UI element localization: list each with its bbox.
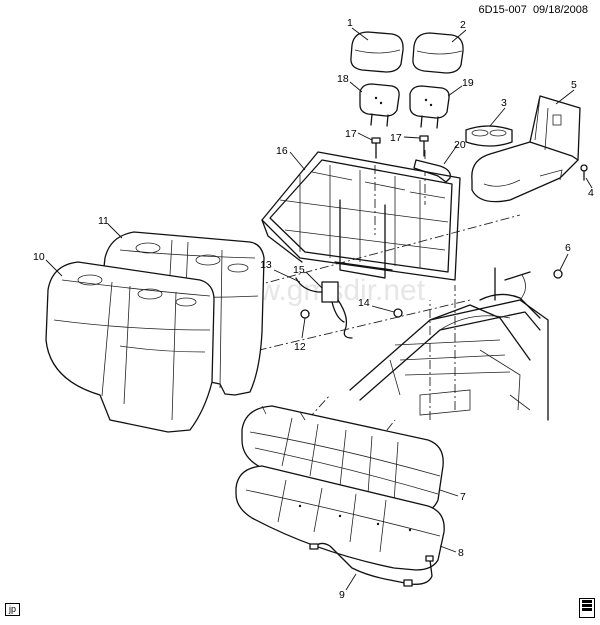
callout-20: 20 <box>454 139 466 151</box>
latch-part-20 <box>413 159 451 183</box>
diagram-id: 6D15-007 <box>478 4 527 16</box>
diagram-date: 09/18/2008 <box>532 4 588 16</box>
callout-15: 15 <box>293 264 305 276</box>
callout-6: 6 <box>565 242 571 254</box>
callout-7: 7 <box>460 491 466 503</box>
callout-19: 19 <box>462 77 474 89</box>
callout-labels: 1 2 3 4 5 6 7 8 9 10 11 12 13 14 15 16 1… <box>33 17 594 601</box>
callout-2: 2 <box>460 19 466 31</box>
seat-cushion-frame-part-8 <box>235 465 445 571</box>
callout-17-left: 17 <box>345 128 357 140</box>
headrest-guide-part-18 <box>359 83 400 127</box>
fastener-part-12 <box>300 309 310 319</box>
callout-14: 14 <box>358 297 370 309</box>
callout-13: 13 <box>260 259 272 271</box>
diagram-id-header: 6D15-007 09/18/2008 <box>478 4 588 16</box>
callout-9: 9 <box>339 589 345 601</box>
callout-17-right: 17 <box>390 132 402 144</box>
screw-part-6 <box>553 269 563 279</box>
bolt-part-17-right <box>419 135 429 157</box>
callout-11: 11 <box>98 215 109 227</box>
seatback-cover-part-10 <box>45 261 215 433</box>
callout-1: 1 <box>347 17 353 29</box>
bolt-part-17-left <box>371 137 381 159</box>
seatback-frame-part-16 <box>261 151 461 281</box>
headrest-guide-part-19 <box>409 85 450 129</box>
armrest-part-5 <box>471 95 581 203</box>
gm-logo-icon <box>579 598 595 618</box>
wire-harness-part-9 <box>309 542 434 587</box>
callout-3: 3 <box>501 97 507 109</box>
leader-lines <box>45 27 593 591</box>
callout-8: 8 <box>458 547 464 559</box>
callout-5: 5 <box>571 79 577 91</box>
callout-12: 12 <box>294 341 306 353</box>
vehicle-body-structure <box>349 267 549 421</box>
callout-4: 4 <box>588 187 594 199</box>
callout-18: 18 <box>337 73 349 85</box>
callout-16: 16 <box>276 145 288 157</box>
headrest-left-part-1 <box>350 31 404 73</box>
screw-part-4 <box>580 164 588 181</box>
cupholder-part-3 <box>465 125 513 147</box>
fastener-part-14 <box>393 308 403 318</box>
callout-10: 10 <box>33 251 45 263</box>
corner-tag: jp <box>5 603 21 616</box>
headrest-right-part-2 <box>412 32 464 74</box>
